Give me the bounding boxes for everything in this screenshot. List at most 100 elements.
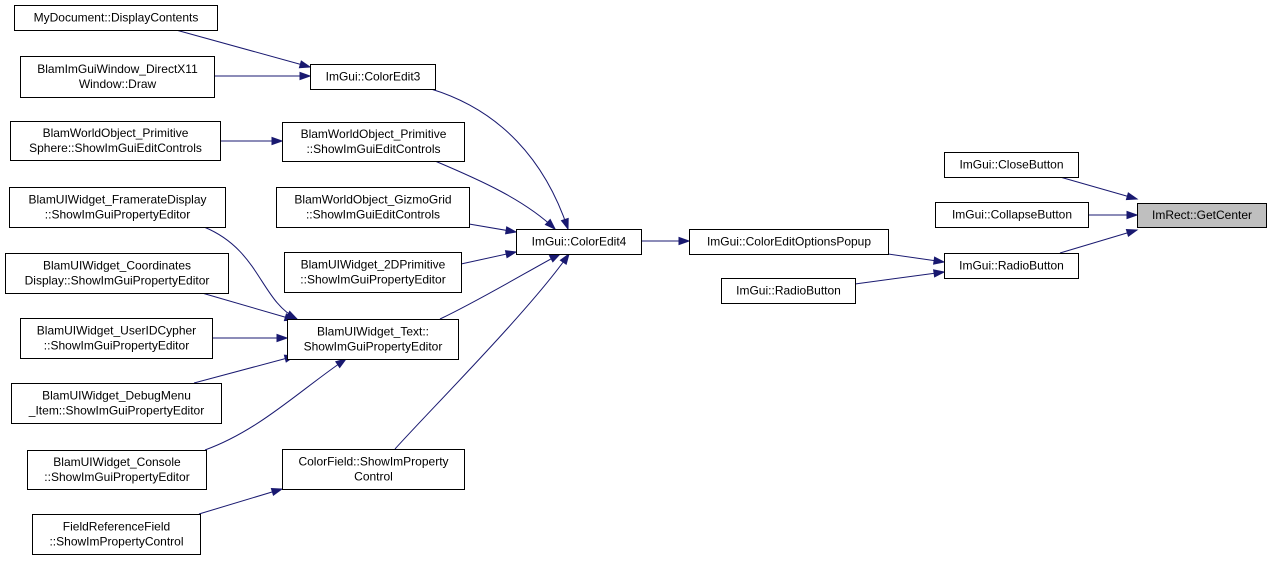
node-closebutton[interactable]: ImGui::CloseButton [944,152,1079,178]
edge-line [201,292,296,321]
edge-arrowhead [559,252,570,266]
edge-arrowhead [1125,228,1139,238]
edge-coloredit3-to-coloredit4 [430,88,569,231]
node-primitive_edit[interactable]: BlamWorldObject_Primitive::ShowImGuiEdit… [282,122,465,162]
node-label-line: FieldReferenceField [63,520,170,534]
node-2dprimitive[interactable]: BlamUIWidget_2DPrimitive::ShowImGuiPrope… [284,252,462,293]
node-label-line: ::ShowImGuiEditControls [306,142,440,156]
node-label-line: BlamUIWidget_UserIDCypher [37,324,196,338]
node-gizmogrid[interactable]: BlamWorldObject_GizmoGrid::ShowImGuiEdit… [276,187,470,228]
edge-arrowhead [334,358,348,369]
edge-fieldreference-to-colorfield [198,487,284,515]
node-box [5,253,229,294]
edge-gizmogrid-to-coloredit4 [468,223,518,235]
node-radiobutton1[interactable]: ImGui::RadioButton [944,253,1079,279]
node-box [310,64,436,90]
node-collapsebutton[interactable]: ImGui::CollapseButton [935,202,1089,228]
node-primitive_sphere[interactable]: BlamWorldObject_PrimitiveSphere::ShowImG… [10,121,221,161]
node-label-line: ImGui::RadioButton [959,259,1064,273]
edge-arrowhead [1126,210,1139,220]
node-colorfield[interactable]: ColorField::ShowImPropertyControl [282,449,465,490]
node-box [9,187,226,228]
node-box [935,202,1089,228]
node-box [10,121,221,161]
edge-line [193,355,296,384]
node-box [721,278,856,304]
node-box [282,449,465,490]
node-label-line: ImGui::ColorEdit3 [326,70,421,84]
node-label-line: ImGui::ColorEditOptionsPopup [707,235,871,249]
node-label-line: BlamUIWidget_Text:: [317,325,429,339]
edge-line [434,160,556,230]
node-label-line: Display::ShowImGuiPropertyEditor [25,274,210,288]
node-label-line: ::ShowImGuiEditControls [306,208,440,222]
node-coloredit4[interactable]: ImGui::ColorEdit4 [516,229,642,255]
edge-coloredit4-to-coloreditoptionspopup [641,236,691,246]
edge-coloreditoptionspopup-to-radiobutton1 [887,253,946,265]
node-coordinates[interactable]: BlamUIWidget_CoordinatesDisplay::ShowImG… [5,253,229,294]
edge-line [175,29,311,68]
node-label-line: BlamUIWidget_Coordinates [43,259,191,273]
edge-line [394,253,570,450]
edge-primitive_edit-to-coloredit4 [434,160,557,231]
node-label-line: ::ShowImGuiPropertyEditor [44,470,189,484]
edge-line [439,253,561,320]
node-box [944,253,1079,279]
edge-radiobutton2-to-radiobutton1 [854,269,946,285]
node-console[interactable]: BlamUIWidget_Console::ShowImGuiPropertyE… [27,450,207,490]
edge-arrowhead [298,60,312,69]
node-debugmenu[interactable]: BlamUIWidget_DebugMenu_Item::ShowImGuiPr… [11,383,222,424]
node-box [276,187,470,228]
edge-arrowhead [548,253,562,263]
edge-line [1059,229,1138,254]
node-getcenter[interactable]: ImRect::GetCenter [1137,203,1267,228]
node-label-line: Window::Draw [79,77,157,91]
edge-line [204,358,347,451]
node-label-line: BlamUIWidget_FramerateDisplay [28,193,206,207]
node-coloreditoptionspopup[interactable]: ImGui::ColorEditOptionsPopup [689,229,889,255]
node-label-line: BlamWorldObject_Primitive [43,126,189,140]
node-label-line: ::ShowImGuiPropertyEditor [300,273,445,287]
nodes-layer: ImRect::GetCenterImGui::CloseButtonImGui… [5,5,1267,555]
node-label-line: BlamWorldObject_Primitive [301,127,447,141]
edge-line [854,271,945,285]
node-label-line: ImGui::ColorEdit4 [532,235,627,249]
node-useridcypher[interactable]: BlamUIWidget_UserIDCypher::ShowImGuiProp… [20,318,213,359]
node-box [11,383,222,424]
node-radiobutton2[interactable]: ImGui::RadioButton [721,278,856,304]
node-label-line: ImRect::GetCenter [1152,208,1252,222]
edge-arrowhead [504,250,518,259]
edge-arrowhead [276,333,289,343]
edge-arrowhead [933,256,946,265]
node-box [287,319,459,360]
edge-collapsebutton-to-getcenter [1088,210,1139,220]
node-text[interactable]: BlamUIWidget_Text::ShowImGuiPropertyEdit… [287,319,459,360]
node-label-line: ::ShowImPropertyControl [49,535,183,549]
node-framerate[interactable]: BlamUIWidget_FramerateDisplay::ShowImGui… [9,187,226,228]
node-box [516,229,642,255]
node-label-line: ImGui::CollapseButton [952,208,1072,222]
node-box [14,5,218,31]
edge-2dprimitive-to-coloredit4 [460,250,518,265]
edge-useridcypher-to-text [212,333,289,343]
node-box [32,514,201,555]
node-coloredit3[interactable]: ImGui::ColorEdit3 [310,64,436,90]
node-mydocument[interactable]: MyDocument::DisplayContents [14,5,218,31]
edge-arrowhead [933,269,946,278]
node-fieldreference[interactable]: FieldReferenceField::ShowImPropertyContr… [32,514,201,555]
node-label-line: BlamUIWidget_DebugMenu [42,389,191,403]
edge-line [203,226,298,320]
node-label-line: ShowImGuiPropertyEditor [304,340,443,354]
edge-arrowhead [271,136,284,146]
node-label-line: BlamImGuiWindow_DirectX11 [37,62,198,76]
edge-colorfield-to-coloredit4 [394,252,570,450]
edge-line [1059,176,1138,200]
edge-arrowhead [270,487,284,497]
edge-arrowhead [560,217,569,231]
node-box [20,318,213,359]
edge-primitive_sphere-to-primitive_edit [220,136,284,146]
node-label-line: ::ShowImGuiPropertyEditor [45,208,190,222]
node-box [944,152,1079,178]
